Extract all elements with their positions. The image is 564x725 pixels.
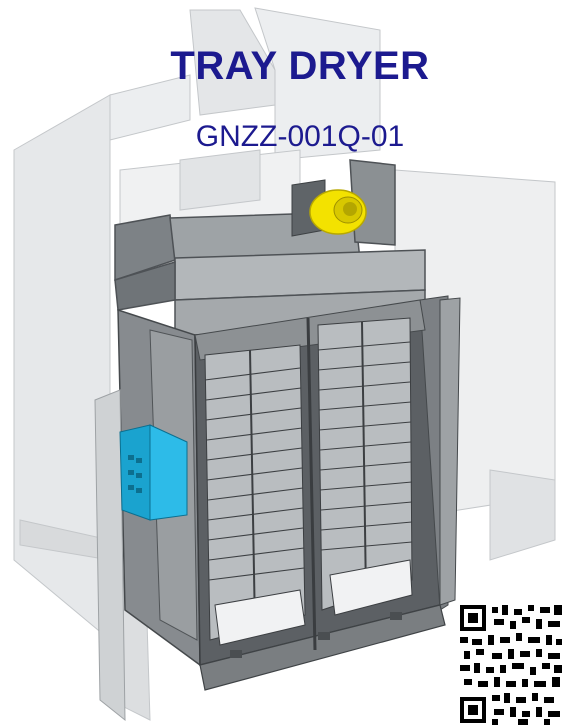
fan-icon (309, 189, 367, 235)
right-tray-trolley (317, 317, 413, 616)
ghost-housing (13, 7, 556, 721)
qr-code-icon (458, 603, 564, 725)
casters (230, 612, 402, 658)
left-tray-trolley (204, 344, 306, 646)
page-title: TRAY DRYER (170, 44, 430, 88)
left-door (94, 389, 126, 722)
model-number: GNZZ-001Q-01 (195, 120, 405, 153)
control-box-icon (119, 424, 188, 521)
